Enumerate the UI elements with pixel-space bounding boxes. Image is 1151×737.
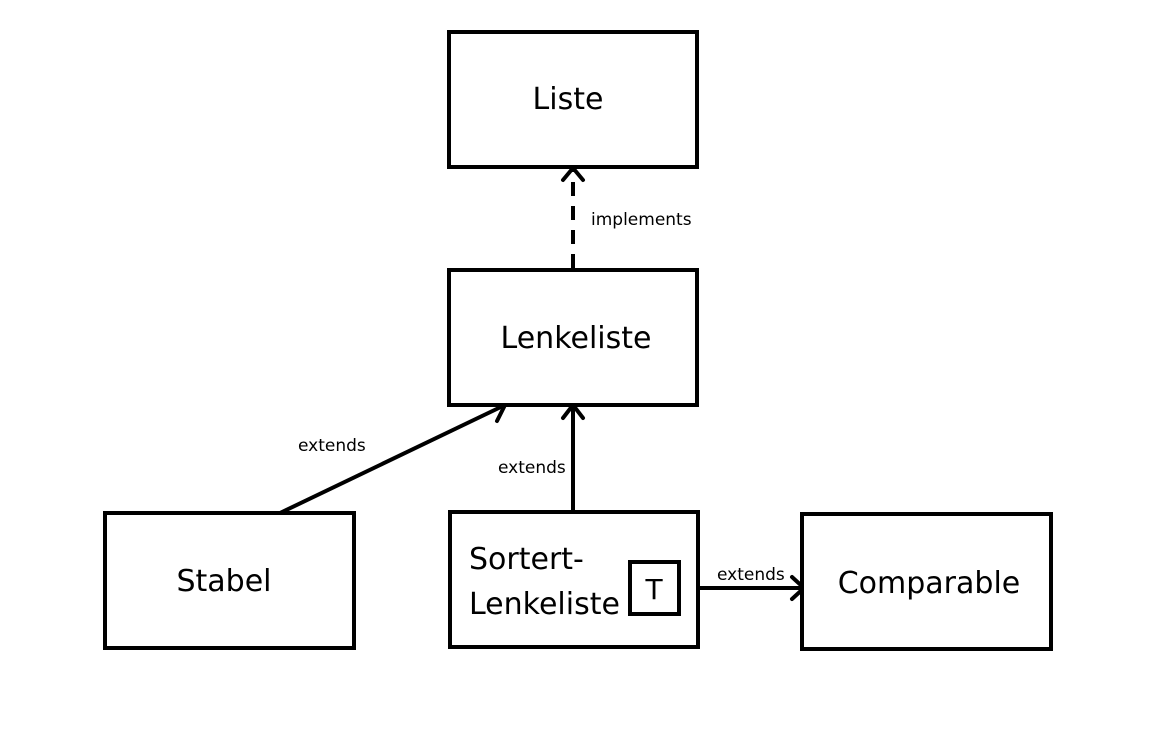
node-sortert-lenkeliste: Sortert- Lenkeliste T: [448, 510, 700, 649]
node-liste: Liste: [447, 30, 699, 169]
node-comparable-label: Comparable: [838, 566, 1021, 601]
node-lenkeliste: Lenkeliste: [447, 268, 699, 407]
node-lenkeliste-box: [447, 268, 699, 407]
edge-sortert-extends-label: extends: [498, 458, 566, 478]
node-sortert-lenkeliste-label-line2: Lenkeliste: [469, 587, 620, 622]
node-liste-box: [447, 30, 699, 169]
edge-implements-arrowhead: [561, 166, 585, 182]
type-parameter-box: [628, 560, 681, 616]
edge-typeparam-extends-label: extends: [717, 565, 785, 585]
edge-stabel-extends-line: [279, 403, 506, 515]
node-stabel: Stabel: [103, 511, 356, 650]
edge-stabel-extends-label: extends: [298, 436, 366, 456]
type-parameter-label: T: [644, 573, 663, 606]
node-comparable: Comparable: [800, 512, 1053, 651]
node-comparable-box: [800, 512, 1053, 651]
node-sortert-lenkeliste-label-line1: Sortert-: [469, 542, 584, 577]
node-stabel-label: Stabel: [176, 564, 271, 599]
node-stabel-box: [103, 511, 356, 650]
node-liste-label: Liste: [533, 82, 604, 117]
edge-implements-label: implements: [591, 210, 692, 230]
node-lenkeliste-label: Lenkeliste: [501, 321, 652, 356]
